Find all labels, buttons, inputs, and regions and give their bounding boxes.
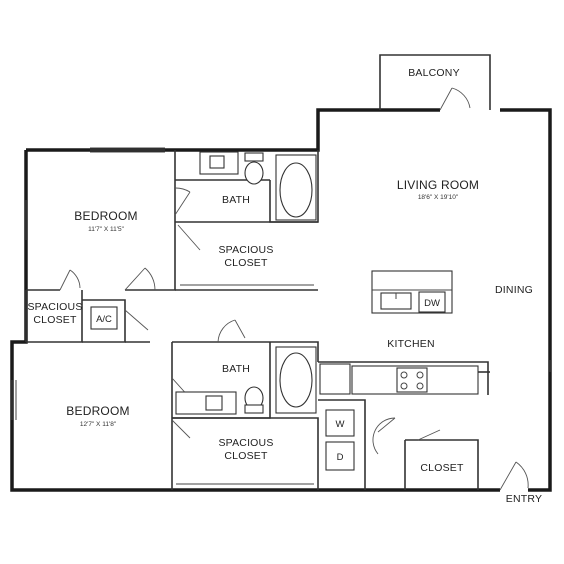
closet-2: SPACIOUS CLOSET A/C (25, 290, 149, 343)
bedroom-1-dimensions: 11'7" X 11'5" (88, 226, 124, 233)
entry: ENTRY (499, 461, 542, 505)
bedroom-2: BEDROOM 12'7" X 11'8" (66, 319, 319, 490)
exterior-walls (10, 108, 552, 492)
kitchen-label: KITCHEN (387, 338, 435, 350)
bath-1-label: BATH (222, 194, 250, 206)
bath-1: BATH (175, 150, 319, 223)
ac-label: A/C (96, 314, 112, 325)
entry-label: ENTRY (506, 493, 542, 505)
dryer-label: D (337, 452, 344, 463)
bath-2: BATH (172, 342, 317, 419)
balcony: BALCONY (379, 54, 491, 111)
dishwasher-label: DW (424, 298, 440, 309)
living-room-dimensions: 18'6" X 19'10" (418, 194, 459, 201)
dishwasher (418, 291, 446, 313)
closet-1-label-line1: SPACIOUS (218, 244, 273, 256)
closet-3-label-line1: SPACIOUS (218, 437, 273, 449)
dryer (325, 441, 355, 471)
washer-label: W (336, 419, 345, 430)
toilet-icon (244, 161, 264, 185)
bath-2-label: BATH (222, 363, 250, 375)
ac-unit (90, 306, 118, 330)
living-area: LIVING ROOM 18'6" X 19'10" DINING KITCHE… (318, 178, 533, 395)
living-room-label: LIVING ROOM (397, 178, 479, 192)
closet-1: SPACIOUS CLOSET (175, 221, 318, 286)
dining-label: DINING (495, 284, 533, 296)
closet-3-label-line2: CLOSET (224, 450, 268, 462)
laundry: W D (318, 399, 396, 490)
sink-icon (209, 155, 225, 169)
bedroom-2-label: BEDROOM (66, 404, 129, 418)
closet-4-label: CLOSET (420, 462, 464, 474)
bedroom-1-label: BEDROOM (74, 209, 137, 223)
balcony-label: BALCONY (408, 67, 460, 79)
bedroom-1: BEDROOM 11'7" X 11'5" (26, 150, 318, 291)
fridge (319, 363, 351, 395)
washer (325, 409, 355, 437)
closet-4: CLOSET (404, 429, 479, 490)
sink-icon (205, 395, 223, 411)
bedroom-2-dimensions: 12'7" X 11'8" (80, 421, 117, 428)
closet-3: SPACIOUS CLOSET (172, 417, 319, 490)
closet-2-label-line1: SPACIOUS (27, 301, 82, 313)
closet-2-label-line2: CLOSET (33, 314, 77, 326)
closet-1-label-line2: CLOSET (224, 257, 268, 269)
